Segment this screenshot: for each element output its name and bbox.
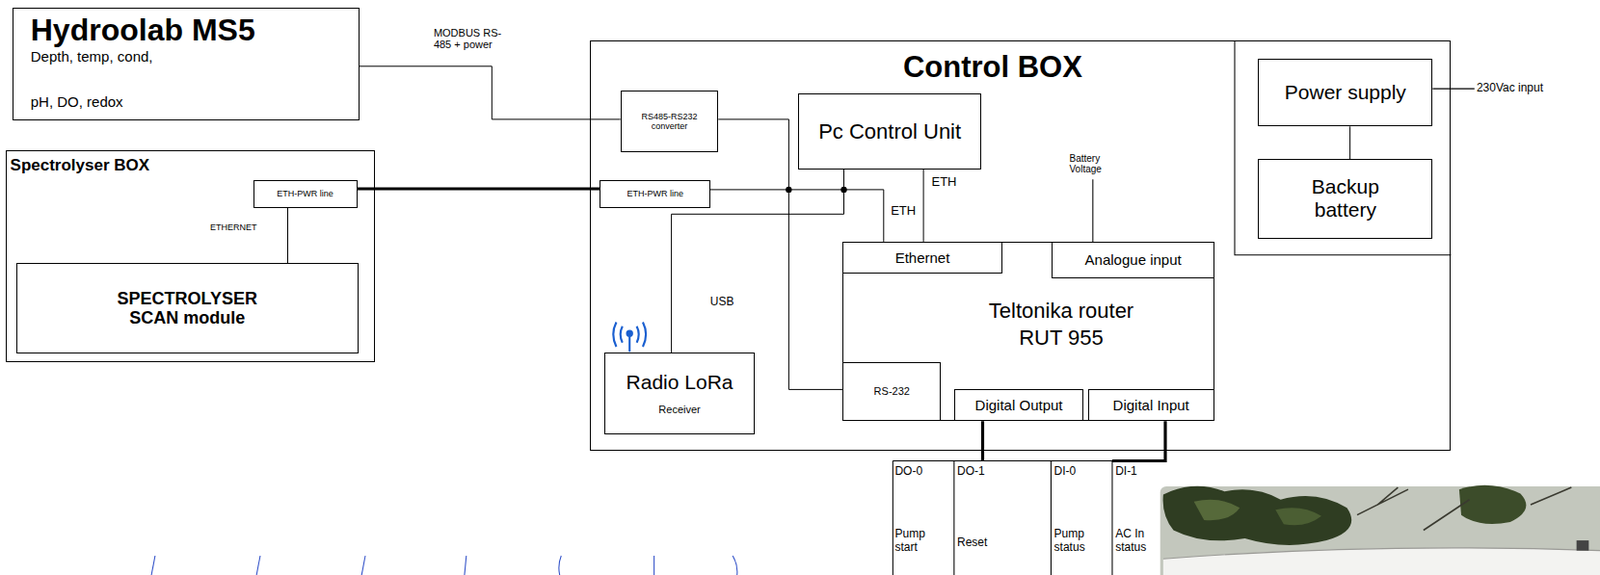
pin-label: DO-0 [894, 465, 923, 480]
connector-box: ETH-PWR line [599, 180, 710, 209]
box-label: Power supply [1284, 80, 1407, 105]
converter-box: RS485-RS232 converter [620, 90, 720, 153]
wire-connector [671, 169, 845, 354]
control-unit-box: Pc Control Unit [798, 93, 983, 169]
enclosure-box: Control BOX RS485-RS232 converter Pc Contr… [589, 40, 1452, 452]
port-box: Analogue input [1051, 241, 1214, 279]
input-label: 230Vac input [1476, 81, 1544, 96]
signal-label: AC In status [1115, 528, 1154, 556]
wire-label: USB [709, 295, 736, 310]
sensor-box: Hydroolab MS5Depth, temp, cond, pH, DO, r… [12, 7, 360, 120]
port-box: Digital Output [954, 389, 1084, 422]
junction-dot [841, 186, 847, 192]
power-compartment [1234, 40, 1451, 255]
port-box: RS-232 [842, 362, 941, 422]
wire-connector [718, 119, 843, 391]
box-label: Teltonika router RUT 955 [969, 297, 1154, 351]
signal-label: Pump start [894, 528, 935, 556]
pin-label: DI-1 [1115, 465, 1138, 480]
box-label: Hydroolab MS5 [30, 14, 256, 46]
box-label: Backup battery [1292, 175, 1399, 222]
box-label: Digital Input [1113, 397, 1190, 414]
enclosure-box: Spectrolyser BOX ETH-PWR lineSPECTROLYSER… [5, 150, 374, 363]
io-bus [1112, 421, 1166, 461]
box-label: Ethernet [895, 249, 951, 267]
box-label: Pc Control Unit [818, 119, 961, 144]
box-label: Analogue input [1085, 251, 1182, 268]
router-box: Teltonika router RUT 955 Ethernet Analogue… [842, 241, 1214, 422]
io-table [892, 461, 1113, 575]
wire-connector [923, 169, 925, 242]
box-label: RS-232 [874, 385, 910, 399]
box-label: SPECTROLYSER SCAN module [107, 289, 267, 329]
radio-box: Radio LoRaReceiver [604, 352, 756, 435]
pin-label: DI-0 [1054, 465, 1077, 480]
wire-connector [1349, 126, 1351, 160]
box-label: RS485-RS232 converter [635, 111, 703, 133]
box-label: Control BOX [903, 51, 1083, 84]
box-label: Depth, temp, cond, [30, 48, 154, 65]
mains-wire [1432, 88, 1474, 90]
connector-box: ETH-PWR line [253, 180, 358, 209]
wire-connector [710, 189, 884, 242]
signal-label: Battery Voltage [1068, 153, 1113, 176]
io-bus [981, 421, 985, 461]
module-box: SPECTROLYSER SCAN module [16, 263, 359, 354]
port-box: Digital Input [1088, 389, 1215, 422]
wire-label: ETHERNET [209, 222, 259, 233]
battery-box: Backup battery [1257, 159, 1433, 240]
partial-strokes [151, 556, 738, 575]
site-photo [1160, 485, 1600, 575]
junction-dot [786, 186, 792, 192]
box-label: Spectrolyser BOX [10, 156, 151, 176]
box-label: Radio LoRa [626, 371, 734, 395]
box-label: Receiver [658, 403, 700, 417]
wire-label: ETH [889, 204, 917, 219]
wire-connector [359, 66, 621, 120]
box-label: ETH-PWR line [626, 188, 684, 199]
box-label: Digital Output [975, 397, 1064, 414]
power-box: Power supply [1257, 58, 1433, 127]
wire-connector [357, 186, 601, 190]
pin-label: DO-1 [957, 465, 986, 480]
signal-label: Pump status [1054, 528, 1095, 556]
signal-label: Reset [957, 536, 987, 551]
box-label: pH, DO, redox [30, 93, 124, 110]
box-label: ETH-PWR line [276, 188, 334, 199]
antenna-symbol [613, 322, 646, 353]
port-box: Ethernet [842, 241, 1002, 274]
leader-line [1092, 179, 1094, 242]
wire-connector [287, 208, 289, 264]
wire-label: ETH [931, 175, 959, 190]
wire-label: MODBUS RS-485 + power [432, 26, 505, 52]
